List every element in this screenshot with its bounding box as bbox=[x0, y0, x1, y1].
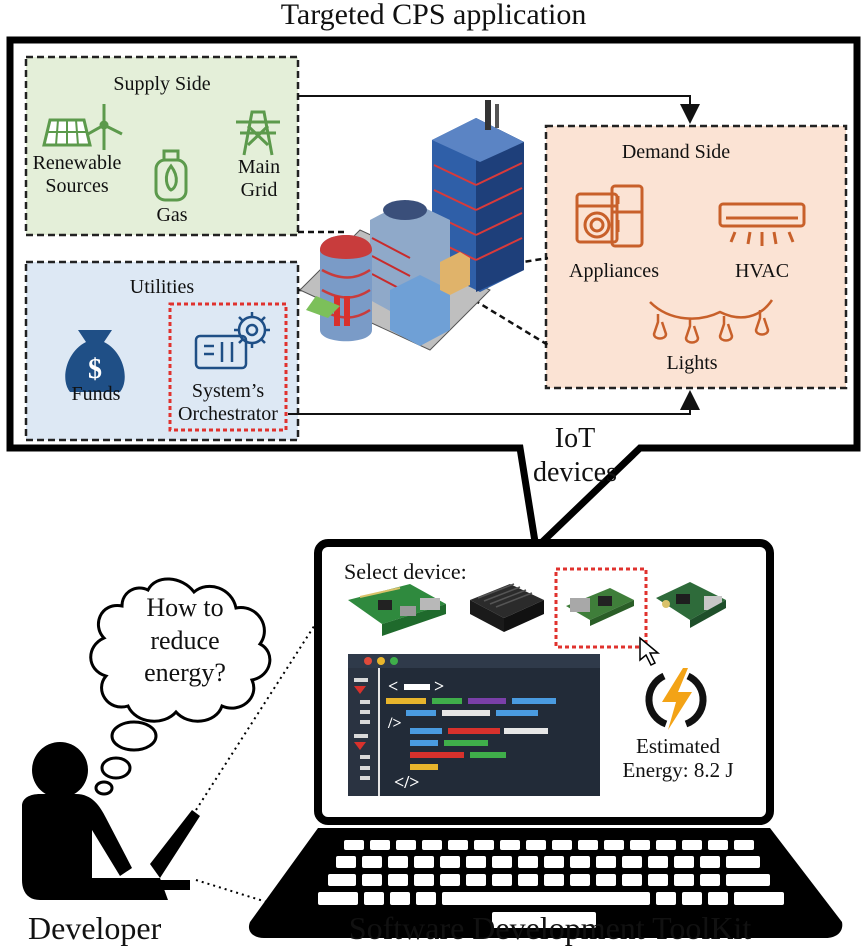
funds-label: Funds bbox=[71, 383, 121, 405]
gas-label: Gas bbox=[156, 204, 188, 226]
thought-text: How to reduce energy? bbox=[144, 593, 226, 687]
appliances-label: Appliances bbox=[569, 260, 659, 282]
embedded-board-image bbox=[656, 582, 726, 628]
building-to-demand-line-2 bbox=[473, 298, 549, 347]
svg-text:</>: </> bbox=[394, 772, 420, 792]
renewable-sources-label: Renewable Sources bbox=[32, 152, 122, 197]
main-grid-label: Main Grid bbox=[237, 156, 281, 201]
demand-side-box bbox=[544, 124, 848, 390]
orchestrator-label: System’s Orchestrator bbox=[178, 380, 278, 425]
raspberry-pi-board-image bbox=[348, 584, 446, 636]
sight-line-upper bbox=[195, 619, 319, 811]
energy-bolt-icon bbox=[645, 668, 707, 730]
orchestrator-to-demand-arrow bbox=[288, 390, 700, 415]
thought-dot-large bbox=[110, 720, 158, 752]
thought-cloud bbox=[89, 577, 272, 723]
smart-city-buildings-illustration bbox=[299, 100, 524, 351]
wind-turbine-icon bbox=[87, 104, 123, 150]
string-lights-icon bbox=[649, 299, 774, 344]
selected-compute-module-image bbox=[566, 588, 634, 626]
selected-device-highlight bbox=[554, 567, 648, 649]
svg-text:<: < bbox=[388, 676, 398, 696]
thought-dot-small bbox=[94, 780, 114, 796]
hvac-label: HVAC bbox=[734, 260, 790, 282]
supply-side-title: Supply Side bbox=[113, 73, 211, 95]
supply-to-demand-arrow bbox=[298, 95, 700, 124]
control-panel-gear-icon bbox=[194, 312, 270, 370]
utilities-box bbox=[24, 260, 300, 442]
iot-devices-label: IoT devices bbox=[533, 423, 617, 488]
air-conditioner-icon bbox=[718, 202, 806, 246]
developer-label: Developer bbox=[28, 910, 162, 946]
transmission-tower-icon bbox=[236, 110, 280, 156]
utilities-title: Utilities bbox=[129, 276, 195, 298]
svg-text:/>: /> bbox=[387, 715, 402, 732]
washing-machine-icon bbox=[575, 192, 619, 244]
demand-side-title: Demand Side bbox=[621, 141, 731, 163]
cps-title: Targeted CPS application bbox=[280, 0, 587, 31]
svg-text:$: $ bbox=[88, 354, 102, 385]
lights-label: Lights bbox=[666, 352, 718, 374]
svg-text:>: > bbox=[434, 676, 444, 696]
laptop-keyboard bbox=[318, 840, 784, 928]
solar-panel-icon bbox=[42, 118, 92, 147]
jetson-nano-board-image bbox=[470, 583, 544, 632]
gas-cylinder-icon bbox=[154, 149, 188, 202]
select-device-label: Select device: bbox=[344, 559, 467, 584]
money-bag-icon: $ bbox=[65, 330, 125, 392]
mouse-cursor-icon bbox=[639, 636, 661, 667]
code-editor-window: < > /> </> bbox=[348, 654, 600, 796]
developer-silhouette-icon bbox=[22, 742, 200, 900]
toolkit-label: Software Development ToolKit bbox=[348, 910, 752, 946]
thought-dot-medium bbox=[100, 756, 132, 780]
refrigerator-icon bbox=[610, 184, 644, 248]
estimated-energy-label: Estimated Energy: 8.2 J bbox=[622, 734, 734, 783]
orchestrator-highlight bbox=[168, 302, 288, 432]
